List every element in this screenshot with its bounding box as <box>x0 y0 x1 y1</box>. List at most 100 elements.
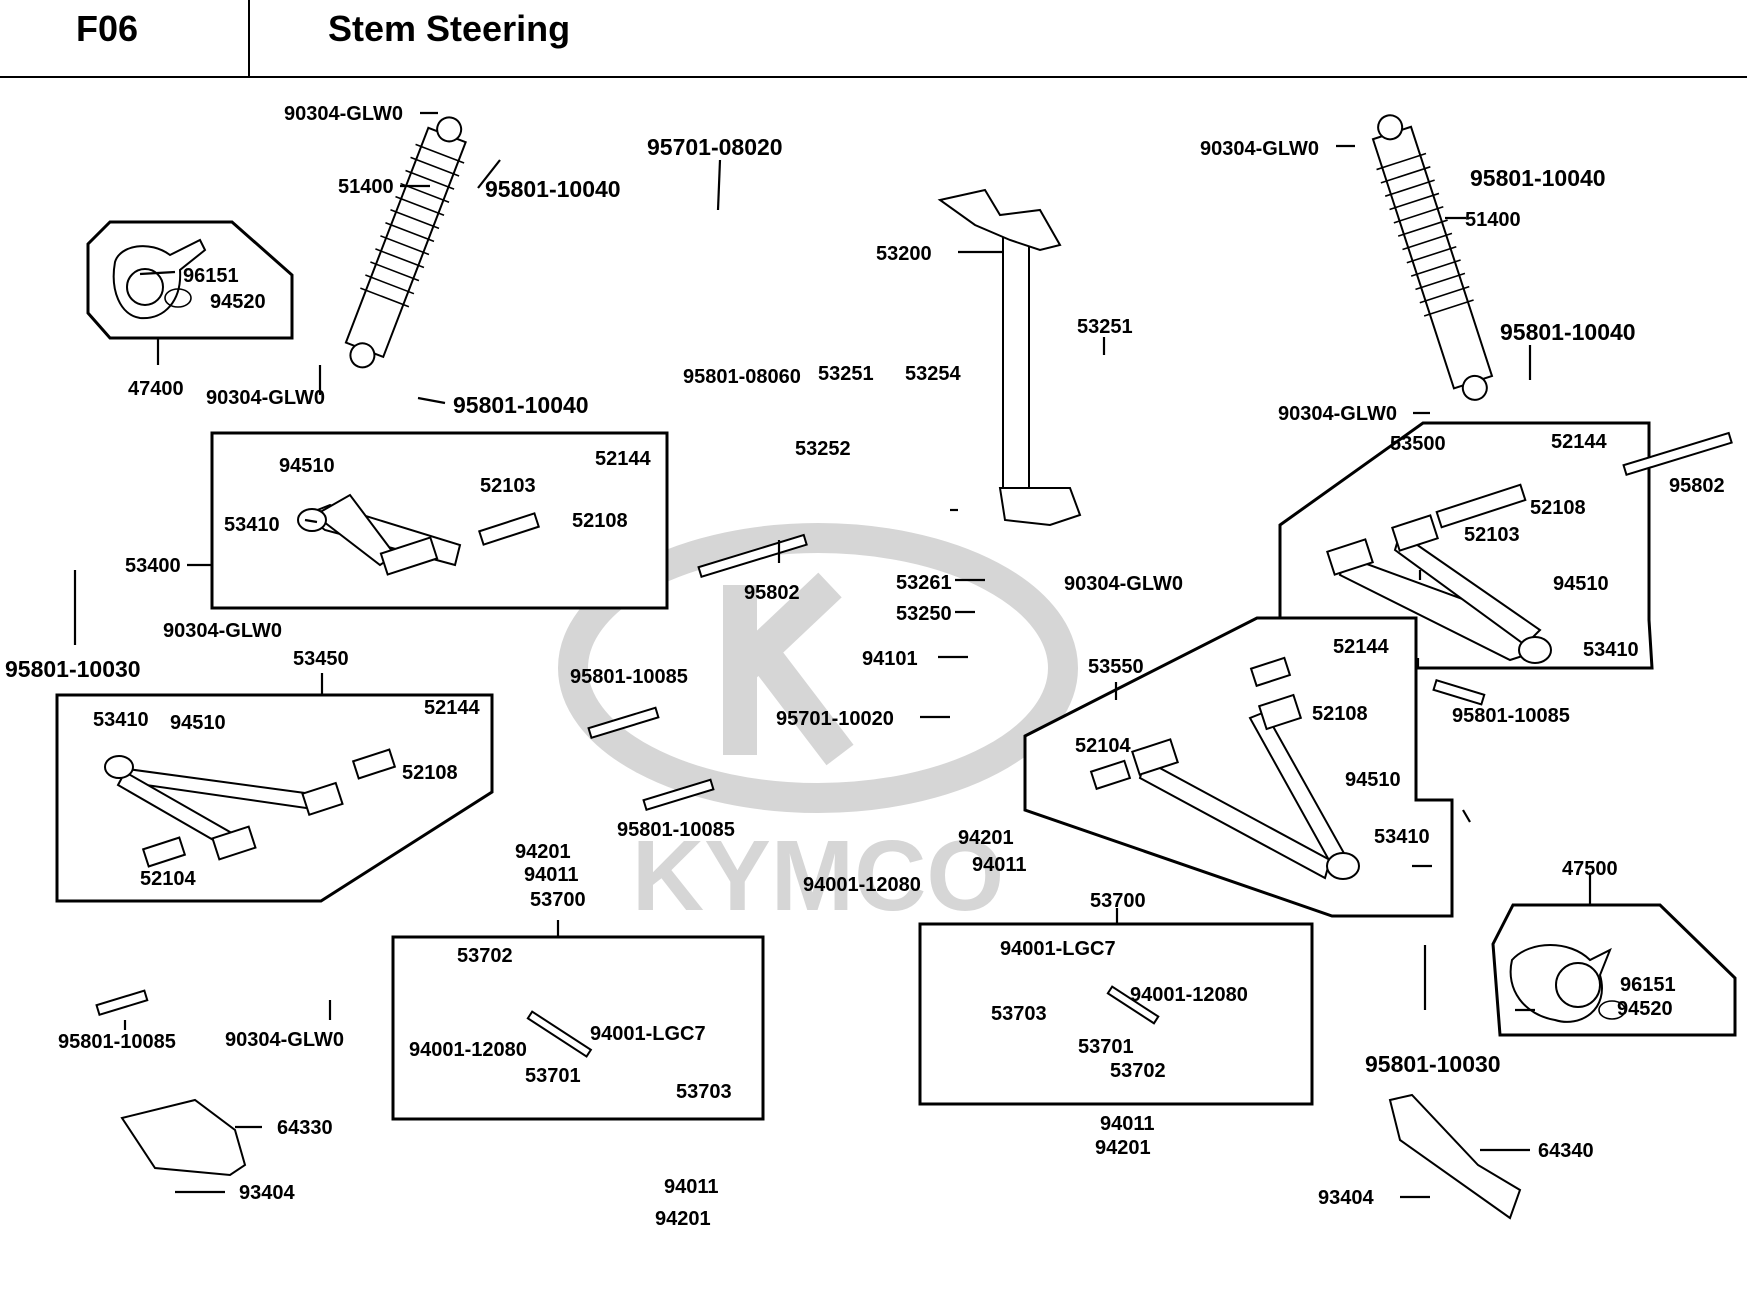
part-label: 52103 <box>480 475 536 497</box>
part-label: 52144 <box>424 697 480 719</box>
part-label: 53250 <box>896 603 952 625</box>
part-label: 93404 <box>1318 1187 1374 1209</box>
part-label: 94510 <box>279 455 335 477</box>
a-arm-53500 <box>1326 483 1552 664</box>
steering-stem <box>937 188 1082 527</box>
header-divider <box>248 0 250 76</box>
part-label: 94520 <box>1617 998 1673 1020</box>
part-label: 53702 <box>457 945 513 967</box>
part-label: 90304-GLW0 <box>163 620 282 642</box>
part-label: 53254 <box>905 363 961 385</box>
part-label: 94001-LGC7 <box>1000 938 1116 960</box>
part-label: 95802 <box>744 582 800 604</box>
part-label: 94001-12080 <box>409 1039 527 1061</box>
part-label: 90304-GLW0 <box>1200 138 1319 160</box>
part-label: 52104 <box>1075 735 1131 757</box>
part-label: 53251 <box>1077 316 1133 338</box>
part-label: 64340 <box>1538 1140 1594 1162</box>
part-label: 96151 <box>183 265 239 287</box>
part-label: 51400 <box>1465 209 1521 231</box>
part-label: 95801-10085 <box>1452 705 1570 727</box>
part-label: 53700 <box>530 889 586 911</box>
part-label: 95801-10085 <box>58 1031 176 1053</box>
a-arm-53450 <box>104 748 397 868</box>
part-label: 53400 <box>125 555 181 577</box>
part-label: 53701 <box>525 1065 581 1087</box>
part-label: 53410 <box>1583 639 1639 661</box>
part-label: 52144 <box>595 448 651 470</box>
part-label: 53410 <box>1374 826 1430 848</box>
part-label: 53701 <box>1078 1036 1134 1058</box>
part-label: 94011 <box>1100 1113 1155 1135</box>
header: F06 Stem Steering <box>0 0 1747 78</box>
part-label: 52108 <box>1530 497 1586 519</box>
shock-absorber-left <box>344 116 467 369</box>
part-label: 95701-10020 <box>776 708 894 730</box>
part-label: 95801-10040 <box>453 392 589 418</box>
part-label: 90304-GLW0 <box>1278 403 1397 425</box>
part-label: 94510 <box>170 712 226 734</box>
part-labels: 90304-GLW0 51400 95801-10040 96151 94520… <box>5 103 1725 1230</box>
part-label: 94201 <box>655 1208 711 1230</box>
part-label: 52108 <box>1312 703 1368 725</box>
part-label: 94011 <box>664 1176 719 1198</box>
part-label: 53703 <box>676 1081 732 1103</box>
part-label: 53450 <box>293 648 349 670</box>
part-label: 94101 <box>862 648 918 670</box>
leader-lines <box>73 111 1592 1199</box>
part-label: 95801-10040 <box>485 176 621 202</box>
part-label: 52103 <box>1464 524 1520 546</box>
part-label: 94201 <box>958 827 1014 849</box>
part-label: 53200 <box>876 243 932 265</box>
part-label: 53500 <box>1390 433 1446 455</box>
part-label: 94001-12080 <box>803 874 921 896</box>
part-label: 95801-10030 <box>5 656 141 682</box>
part-label: 47500 <box>1562 858 1618 880</box>
part-label: 95801-08060 <box>683 366 801 388</box>
tie-rods <box>526 985 1160 1058</box>
section-title: Stem Steering <box>328 8 571 49</box>
part-label: 90304-GLW0 <box>1064 573 1183 595</box>
part-label: 53702 <box>1110 1060 1166 1082</box>
skid-guard-64330 <box>120 1098 247 1177</box>
part-label: 51400 <box>338 176 394 198</box>
part-label: 64330 <box>277 1117 333 1139</box>
skid-guard-64340 <box>1388 1093 1522 1220</box>
part-label: 53410 <box>224 514 280 536</box>
part-label: 95801-10040 <box>1500 319 1636 345</box>
part-label: 47400 <box>128 378 184 400</box>
part-label: 95801-10085 <box>617 819 735 841</box>
part-label: 94001-12080 <box>1130 984 1248 1006</box>
frame-53400 <box>210 431 669 610</box>
part-label: 52108 <box>402 762 458 784</box>
watermark-logo: KYMCO <box>558 523 1078 932</box>
part-label: 53410 <box>93 709 149 731</box>
shock-absorber-right <box>1371 114 1494 401</box>
part-label: 95801-10040 <box>1470 165 1606 191</box>
part-label: 53261 <box>896 572 952 594</box>
part-label: 94201 <box>1095 1137 1151 1159</box>
part-label: 52144 <box>1333 636 1389 658</box>
part-label: 93404 <box>239 1182 295 1204</box>
a-arm-53550 <box>1089 656 1360 880</box>
knuckle-right <box>1509 944 1626 1023</box>
part-label: 95801-10085 <box>570 666 688 688</box>
part-label: 90304-GLW0 <box>225 1029 344 1051</box>
part-label: 95701-08020 <box>647 134 783 160</box>
part-label: 53550 <box>1088 656 1144 678</box>
part-label: 95801-10030 <box>1365 1051 1501 1077</box>
part-label: 94011 <box>972 854 1027 876</box>
part-label: 94510 <box>1345 769 1401 791</box>
frame-53550 <box>1023 616 1454 918</box>
part-label: 53252 <box>795 438 851 460</box>
part-label: 94520 <box>210 291 266 313</box>
part-label: 94201 <box>515 841 571 863</box>
part-label: 94001-LGC7 <box>590 1023 706 1045</box>
part-label: 53251 <box>818 363 874 385</box>
part-label: 90304-GLW0 <box>284 103 403 125</box>
long-bolts <box>95 431 1733 1017</box>
part-label: 52108 <box>572 510 628 532</box>
part-label: 95802 <box>1669 475 1725 497</box>
frame-53700-right <box>918 922 1314 1106</box>
